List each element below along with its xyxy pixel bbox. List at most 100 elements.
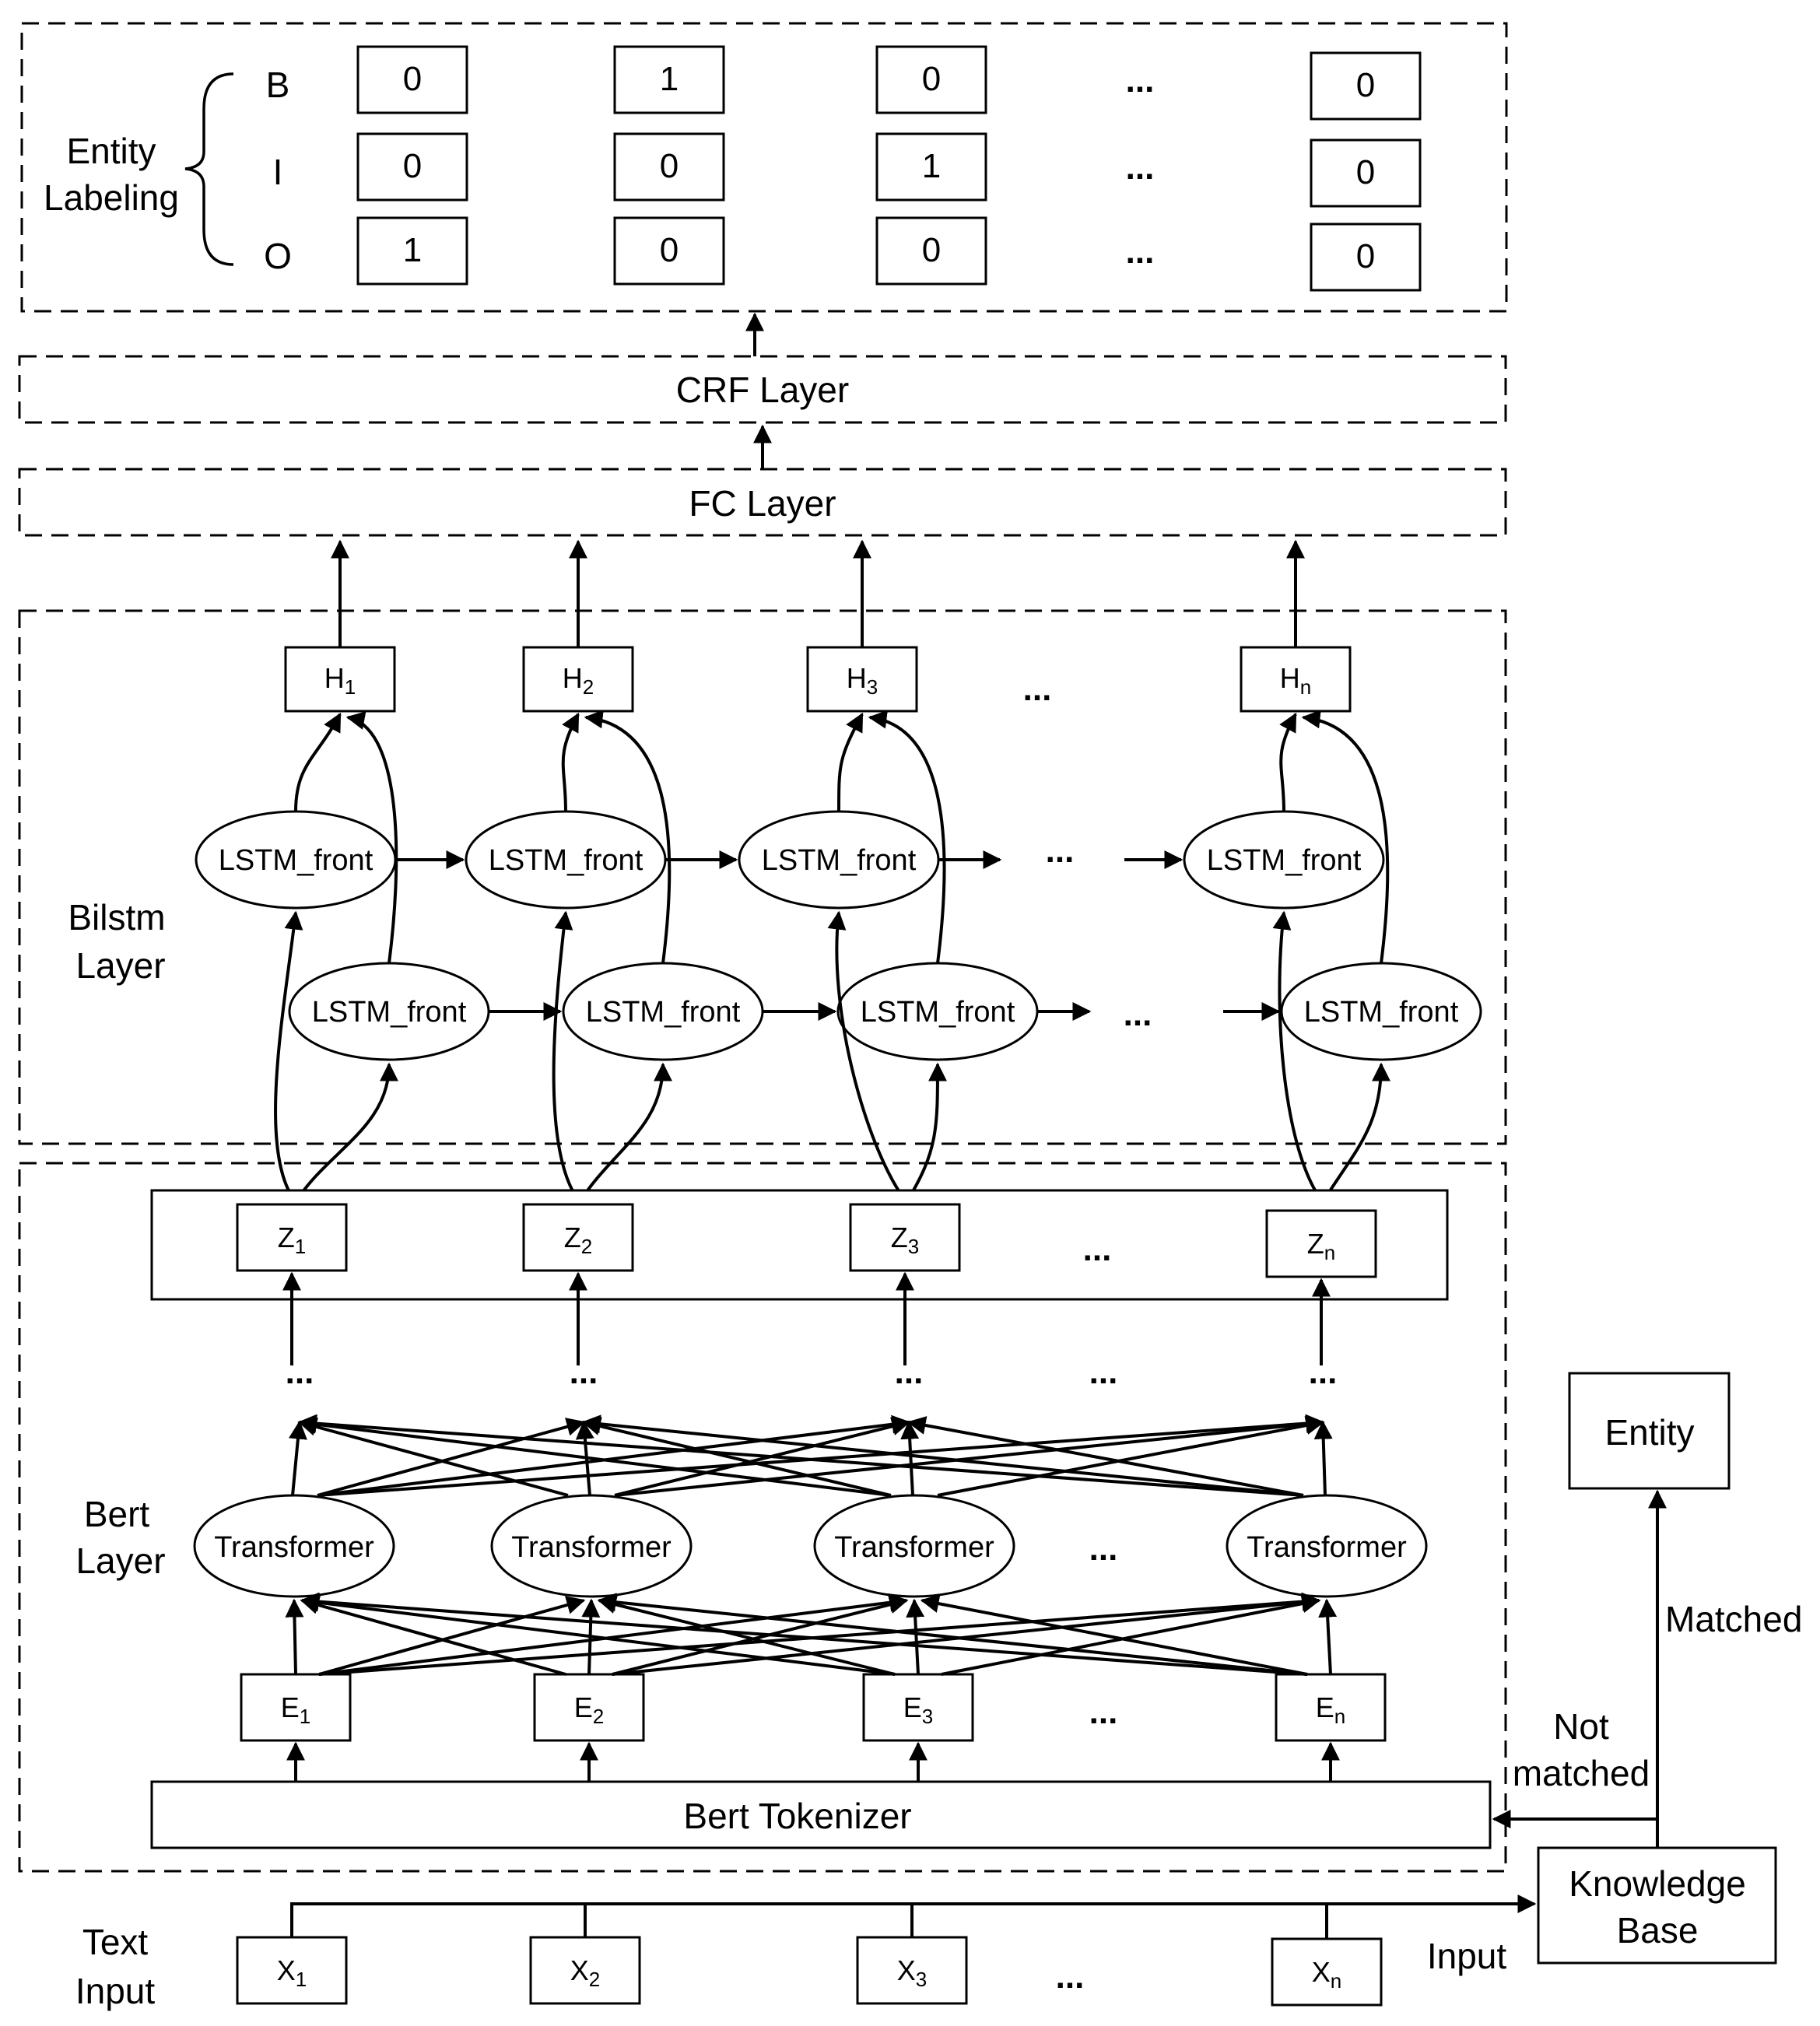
not-matched-label-2: matched	[1513, 1753, 1650, 1793]
arrow-transformer-to-hidden	[906, 1416, 1304, 1497]
bilstm-title-1: Bilstm	[68, 897, 165, 938]
crf-layer-label: CRF Layer	[676, 370, 849, 410]
z-node-label: Z2	[564, 1222, 592, 1258]
bert-tokenizer-label: Bert Tokenizer	[683, 1796, 911, 1836]
arrow-transformer-to-hidden	[317, 1418, 586, 1497]
transformer-label: Transformer	[834, 1531, 994, 1564]
z-node-label: Zn	[1307, 1228, 1335, 1264]
embedding-node-label-subscript: 2	[593, 1705, 604, 1728]
arrow-second-to-h	[1301, 710, 1390, 964]
arrow-second-to-h	[584, 710, 672, 964]
arrow-second-to-h	[868, 710, 946, 964]
label-cell-box	[1310, 223, 1422, 292]
hidden-layer-ellipsis: ...	[570, 1353, 598, 1391]
lstm-front-label: LSTM_front	[1207, 844, 1362, 877]
label-tag-o: O	[264, 236, 292, 276]
arrow-e-to-transformer	[300, 1593, 896, 1676]
knowledge-base-label-1: Knowledge	[1569, 1863, 1746, 1904]
z-container	[150, 1189, 1449, 1301]
hidden-layer-ellipsis: ...	[1309, 1353, 1338, 1391]
embedding-node-box	[533, 1673, 645, 1742]
label-cell-box	[613, 216, 725, 286]
arrow-z-to-second	[1321, 1062, 1390, 1204]
lstm-output-label-subscript: 3	[867, 675, 878, 699]
arrow-e-to-transformer	[285, 1598, 304, 1675]
z-node-box	[236, 1203, 348, 1272]
text-input-token-label-base: X	[1312, 1956, 1331, 1988]
arrow-e-to-transformer	[597, 1595, 896, 1676]
text-input-token-label: X2	[570, 1954, 600, 1991]
knowledge-base-label-2: Base	[1617, 1910, 1699, 1951]
lstm-front-ellipsis: ...	[1046, 832, 1075, 870]
arrow-transformer-to-hidden	[297, 1414, 1304, 1497]
z-node-box	[1265, 1209, 1377, 1278]
z-node-box	[522, 1203, 634, 1272]
arrow-second-to-h	[345, 711, 398, 964]
crf-layer	[18, 355, 1507, 424]
text-input-token-label: Xn	[1312, 1956, 1341, 1993]
label-cell-value: 0	[922, 231, 941, 269]
transformer-label: Transformer	[214, 1531, 374, 1564]
z-node-label-subscript: n	[1324, 1241, 1335, 1264]
label-cell-value: 0	[660, 147, 679, 185]
lstm-output-label-subscript: n	[1300, 675, 1311, 699]
embedding-node-label: E3	[903, 1691, 933, 1728]
entity-labeling-title-1: Entity	[66, 131, 156, 171]
embedding-node-label: E2	[574, 1691, 604, 1728]
arrow-z-to-second	[578, 1062, 672, 1204]
arrow-transformer-to-hidden	[317, 1414, 911, 1497]
z-node-label-subscript: 3	[908, 1235, 919, 1258]
arrow-e-to-transformer	[318, 1596, 586, 1676]
z-node-label: Z1	[278, 1222, 306, 1258]
hidden-layer-ellipsis: ...	[1089, 1353, 1118, 1391]
arrow-input-to-knowledge-base	[290, 1895, 1537, 1937]
embedding-node-label-subscript: n	[1334, 1705, 1345, 1728]
text-input-title-2: Input	[75, 1971, 156, 2011]
arrow-e-to-transformer	[318, 1593, 909, 1676]
lstm-output-label: H3	[847, 662, 878, 699]
arrow-e-to-transformer	[597, 1593, 1308, 1676]
label-cell-box	[613, 132, 725, 202]
label-cell-box	[356, 132, 468, 202]
arrow-z-to-front	[274, 910, 303, 1204]
label-cell-value: 0	[1356, 66, 1375, 104]
lstm-second-label: LSTM_front	[1304, 996, 1459, 1029]
arrow-z-to-front	[552, 910, 581, 1204]
bert-title-1: Bert	[84, 1494, 150, 1534]
transformer-label: Transformer	[1247, 1531, 1407, 1564]
label-cell-box	[613, 45, 725, 114]
text-input-token-box	[1271, 1937, 1383, 2007]
lstm-second-label: LSTM_front	[312, 996, 467, 1029]
arrow-transformer-to-hidden	[900, 1420, 920, 1496]
lstm-front-label: LSTM_front	[219, 844, 373, 877]
matched-label: Matched	[1665, 1599, 1802, 1639]
label-ellipsis: ...	[1126, 149, 1155, 187]
z-node-label: Z3	[891, 1222, 919, 1258]
embedding-ellipsis: ...	[1089, 1693, 1118, 1731]
arrow-front-to-h	[561, 712, 580, 812]
arrow-z-to-second	[905, 1062, 947, 1204]
text-input-token-label-base: X	[897, 1954, 916, 1986]
lstm-second-label: LSTM_front	[861, 996, 1015, 1029]
arrow-z-to-second	[294, 1062, 398, 1204]
embedding-node-label-subscript: 3	[922, 1705, 933, 1728]
label-tag-i: I	[273, 152, 283, 192]
arrow-transformer-to-hidden	[614, 1414, 1325, 1497]
arrow-z-to-front	[1272, 910, 1324, 1204]
text-input-token-label-subscript: n	[1331, 1969, 1341, 1993]
entity-output-label: Entity	[1604, 1412, 1694, 1453]
text-input-title-1: Text	[82, 1922, 149, 1962]
transformer-cell	[813, 1494, 1015, 1598]
lstm-output-label-base: H	[847, 662, 867, 694]
z-ellipsis: ...	[1083, 1230, 1112, 1268]
embedding-node-box	[862, 1673, 974, 1742]
lstm-output-box	[806, 646, 918, 713]
label-cell-box	[875, 45, 987, 114]
label-cell-box	[875, 216, 987, 286]
entity-labeling-title-2: Labeling	[44, 177, 179, 218]
arrow-e-to-transformer	[300, 1592, 1308, 1676]
bert-title-2: Layer	[75, 1541, 165, 1581]
